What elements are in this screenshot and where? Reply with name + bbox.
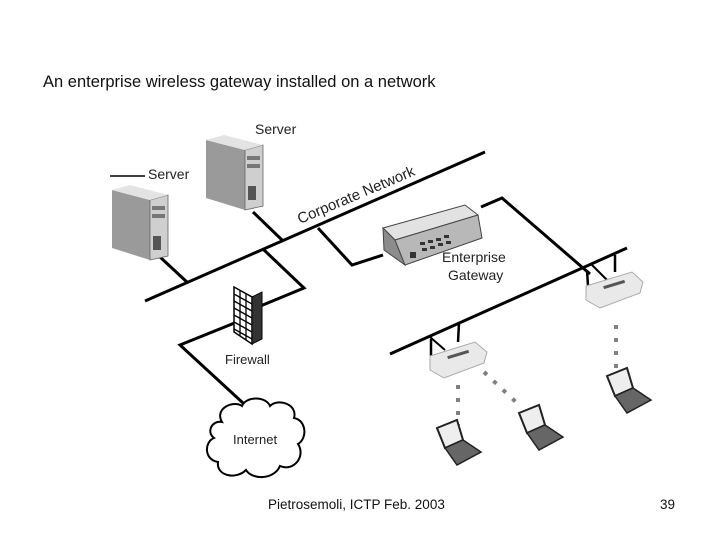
server-left-label: Server <box>148 166 190 182</box>
gateway-backbone-link <box>316 226 384 267</box>
page-number: 39 <box>660 497 676 512</box>
laptop-2-icon <box>517 403 565 451</box>
slide-title: An enterprise wireless gateway installed… <box>43 73 436 91</box>
access-point-2-icon <box>585 255 644 309</box>
server-left-icon <box>112 185 169 261</box>
laptop-1-icon <box>435 418 483 466</box>
firewall-upper-link <box>257 248 307 309</box>
server-left-link <box>158 255 190 285</box>
server-right-icon <box>206 135 264 211</box>
enterprise-gateway-icon <box>382 204 483 267</box>
internet-label: Internet <box>233 432 278 447</box>
corporate-backbone-line <box>144 150 486 303</box>
gateway-wireless-link <box>480 196 591 276</box>
wireless-link-laptop2 <box>482 370 520 406</box>
gateway-label-line1: Enterprise <box>442 249 506 265</box>
firewall-label: Firewall <box>225 352 270 367</box>
firewall-internet-link <box>177 320 245 405</box>
laptop-3-icon <box>605 366 653 414</box>
corporate-network-label: Corporate Network <box>295 163 418 228</box>
wired-links <box>110 150 628 405</box>
ap2-link <box>591 264 608 281</box>
access-point-1-icon <box>429 322 488 379</box>
wireless-segment-line <box>389 246 628 356</box>
firewall-icon <box>233 285 263 346</box>
internet-cloud-icon <box>206 397 306 478</box>
server-right-link <box>251 210 284 242</box>
footer-text: Pietrosemoli, ICTP Feb. 2003 <box>268 497 445 512</box>
server-right-label: Server <box>255 121 297 137</box>
ap1-link <box>429 336 446 351</box>
gateway-label-line2: Gateway <box>448 267 504 283</box>
